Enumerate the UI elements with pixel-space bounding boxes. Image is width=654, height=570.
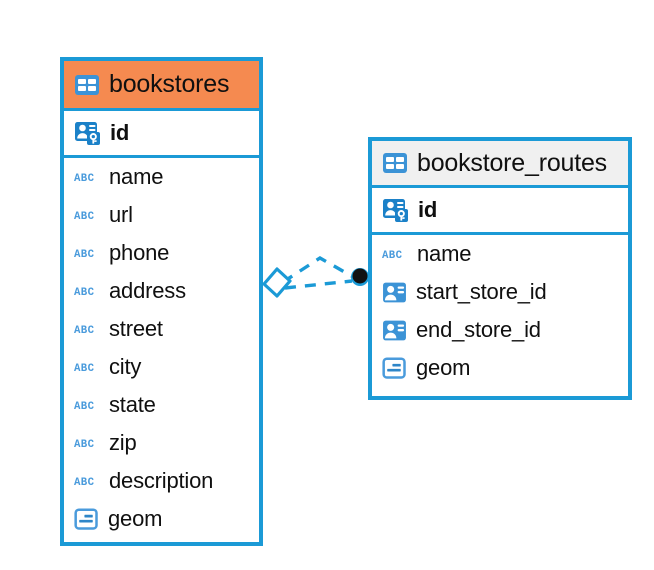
field-row-description[interactable]: ABC description [64, 462, 259, 500]
abc-text-icon: ABC [74, 325, 95, 337]
geometry-icon [382, 356, 406, 379]
field-row-state[interactable]: ABC state [64, 386, 259, 424]
field-label: zip [109, 430, 137, 455]
abc-text-icon: ABC [382, 250, 403, 262]
field-row-geom[interactable]: geom [372, 349, 628, 387]
abc-text-icon: ABC [74, 401, 95, 413]
abc-text-icon: ABC [74, 249, 95, 261]
field-label: state [109, 392, 156, 417]
abc-text-icon: ABC [74, 287, 95, 299]
primary-key-icon [75, 121, 100, 145]
field-row-id[interactable]: id [64, 111, 259, 158]
field-label: id [110, 120, 130, 145]
svg-text:ABC: ABC [74, 325, 95, 337]
field-label: name [417, 241, 472, 266]
abc-text-icon: ABC [74, 477, 95, 489]
field-label: city [109, 354, 142, 379]
field-label: start_store_id [416, 279, 547, 304]
field-row-url[interactable]: ABC url [64, 196, 259, 234]
table-header-bookstores[interactable]: bookstores [64, 61, 259, 111]
relationship-connector[interactable] [262, 256, 369, 298]
primary-key-icon [383, 198, 408, 222]
field-row-id[interactable]: id [372, 188, 628, 235]
abc-text-icon: ABC [74, 211, 95, 223]
svg-text:ABC: ABC [74, 439, 95, 451]
field-row-start-store-id[interactable]: start_store_id [372, 273, 628, 311]
field-label: street [109, 316, 163, 341]
table-header-bookstore-routes[interactable]: bookstore_routes [372, 141, 628, 188]
field-row-end-store-id[interactable]: end_store_id [372, 311, 628, 349]
abc-text-icon: ABC [74, 363, 95, 375]
field-row-city[interactable]: ABC city [64, 348, 259, 386]
table-title: bookstore_routes [417, 148, 607, 177]
svg-text:ABC: ABC [74, 363, 95, 375]
field-label: phone [109, 240, 170, 265]
abc-text-icon: ABC [74, 173, 95, 185]
svg-text:ABC: ABC [74, 211, 95, 223]
field-label: end_store_id [416, 317, 541, 342]
svg-text:ABC: ABC [74, 401, 95, 413]
field-row-address[interactable]: ABC address [64, 272, 259, 310]
table-bookstores[interactable]: bookstores id ABC name ABC url ABC [60, 57, 263, 546]
relationship-line-lower [284, 279, 353, 290]
field-label: geom [416, 355, 471, 380]
field-row-name[interactable]: ABC name [64, 158, 259, 196]
field-row-geom[interactable]: geom [64, 500, 259, 538]
foreign-key-icon [383, 320, 406, 340]
filled-circle-icon [352, 268, 368, 284]
foreign-key-icon [383, 282, 406, 302]
field-row-street[interactable]: ABC street [64, 310, 259, 348]
abc-text-icon: ABC [74, 439, 95, 451]
svg-text:ABC: ABC [74, 287, 95, 299]
field-label: name [109, 164, 164, 189]
table-grid-icon [383, 153, 407, 173]
field-label: description [109, 468, 214, 493]
diamond-outline-icon [262, 267, 292, 298]
field-label: id [418, 197, 438, 222]
table-bookstore-routes[interactable]: bookstore_routes id ABC name star [368, 137, 632, 400]
svg-text:ABC: ABC [74, 477, 95, 489]
svg-text:ABC: ABC [74, 249, 95, 261]
field-label: address [109, 278, 186, 303]
geometry-icon [74, 507, 98, 530]
svg-text:ABC: ABC [382, 250, 403, 262]
field-row-name[interactable]: ABC name [372, 235, 628, 273]
table-title: bookstores [109, 70, 230, 98]
relationship-line-upper [282, 256, 356, 284]
svg-text:ABC: ABC [74, 173, 95, 185]
field-label: geom [108, 506, 163, 531]
field-label: url [109, 202, 133, 227]
field-row-zip[interactable]: ABC zip [64, 424, 259, 462]
field-row-phone[interactable]: ABC phone [64, 234, 259, 272]
table-grid-icon [75, 74, 99, 95]
